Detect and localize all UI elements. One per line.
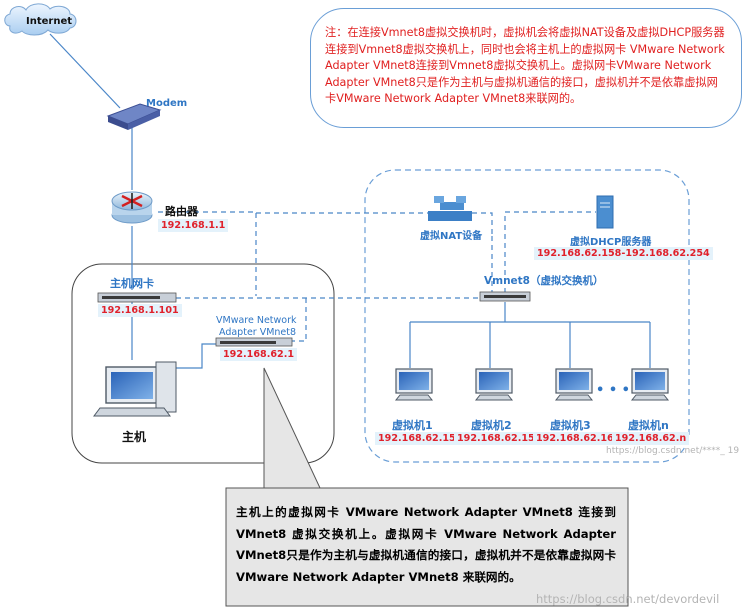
dhcp-server-icon xyxy=(596,195,614,229)
vm2-computer-icon xyxy=(474,368,514,401)
callout-shape xyxy=(225,367,629,607)
vm1-computer-icon xyxy=(394,368,434,401)
host-nic-ip: 192.168.1.101 xyxy=(98,304,182,317)
internet-label: Internet xyxy=(26,16,73,27)
vmnet8-region xyxy=(364,169,690,463)
vm2-label: 虚拟机2 xyxy=(471,419,512,432)
vmn-computer-icon xyxy=(630,368,670,401)
vm1-label: 虚拟机1 xyxy=(392,419,433,432)
watermark-2: https://blog.csdn.net/devordevil xyxy=(536,592,720,606)
vm1-ip: 192.168.62.158 xyxy=(375,432,466,445)
nat-device-icon xyxy=(428,196,472,221)
vmnet8-adapter-ip: 192.168.62.1 xyxy=(220,348,298,361)
vm-ellipsis: • • • xyxy=(596,383,630,398)
vm2-ip: 192.168.62.159 xyxy=(454,432,545,445)
vmnet8-adapter-label-1: VMware Network xyxy=(216,315,297,326)
watermark-1: https://blog.csdn.net/****_ 19 xyxy=(606,446,740,456)
dhcp-ip-range: 192.168.62.158-192.168.62.254 xyxy=(534,247,713,260)
vmnet8-switch-icon xyxy=(479,291,531,302)
router-ip: 192.168.1.1 xyxy=(158,219,229,232)
callout-text: 主机上的虚拟网卡 VMware Network Adapter VMnet8 连… xyxy=(236,505,616,584)
host-nic-label: 主机网卡 xyxy=(110,277,154,290)
vmnet8-adapter-label-2: Adapter VMnet8 xyxy=(219,327,297,338)
internet-cloud-icon xyxy=(4,3,77,36)
host-computer-icon xyxy=(93,361,177,417)
router-icon xyxy=(111,191,153,224)
vmn-ip: 192.168.62.n xyxy=(612,432,690,445)
host-label: 主机 xyxy=(122,430,147,444)
dhcp-label: 虚拟DHCP服务器 xyxy=(570,237,652,248)
host-nic-icon xyxy=(97,292,177,303)
router-label: 路由器 xyxy=(165,205,198,218)
dashed-connection-lines xyxy=(158,211,596,342)
nat-label: 虚拟NAT设备 xyxy=(420,231,483,242)
connection-lines xyxy=(49,33,651,369)
vm3-label: 虚拟机3 xyxy=(550,419,591,432)
vmnet8-adapter-icon xyxy=(215,337,293,347)
switch-label: Vmnet8（虚拟交换机） xyxy=(484,275,604,287)
vm3-ip: 192.168.62.160 xyxy=(533,432,624,445)
top-note: 注：在连接Vmnet8虚拟交换机时，虚拟机会将虚拟NAT设备及虚拟DHCP服务器… xyxy=(310,8,742,128)
vmn-label: 虚拟机n xyxy=(628,419,669,432)
modem-icon xyxy=(106,103,162,130)
modem-label: Modem xyxy=(146,98,188,109)
vm3-computer-icon xyxy=(554,368,594,401)
